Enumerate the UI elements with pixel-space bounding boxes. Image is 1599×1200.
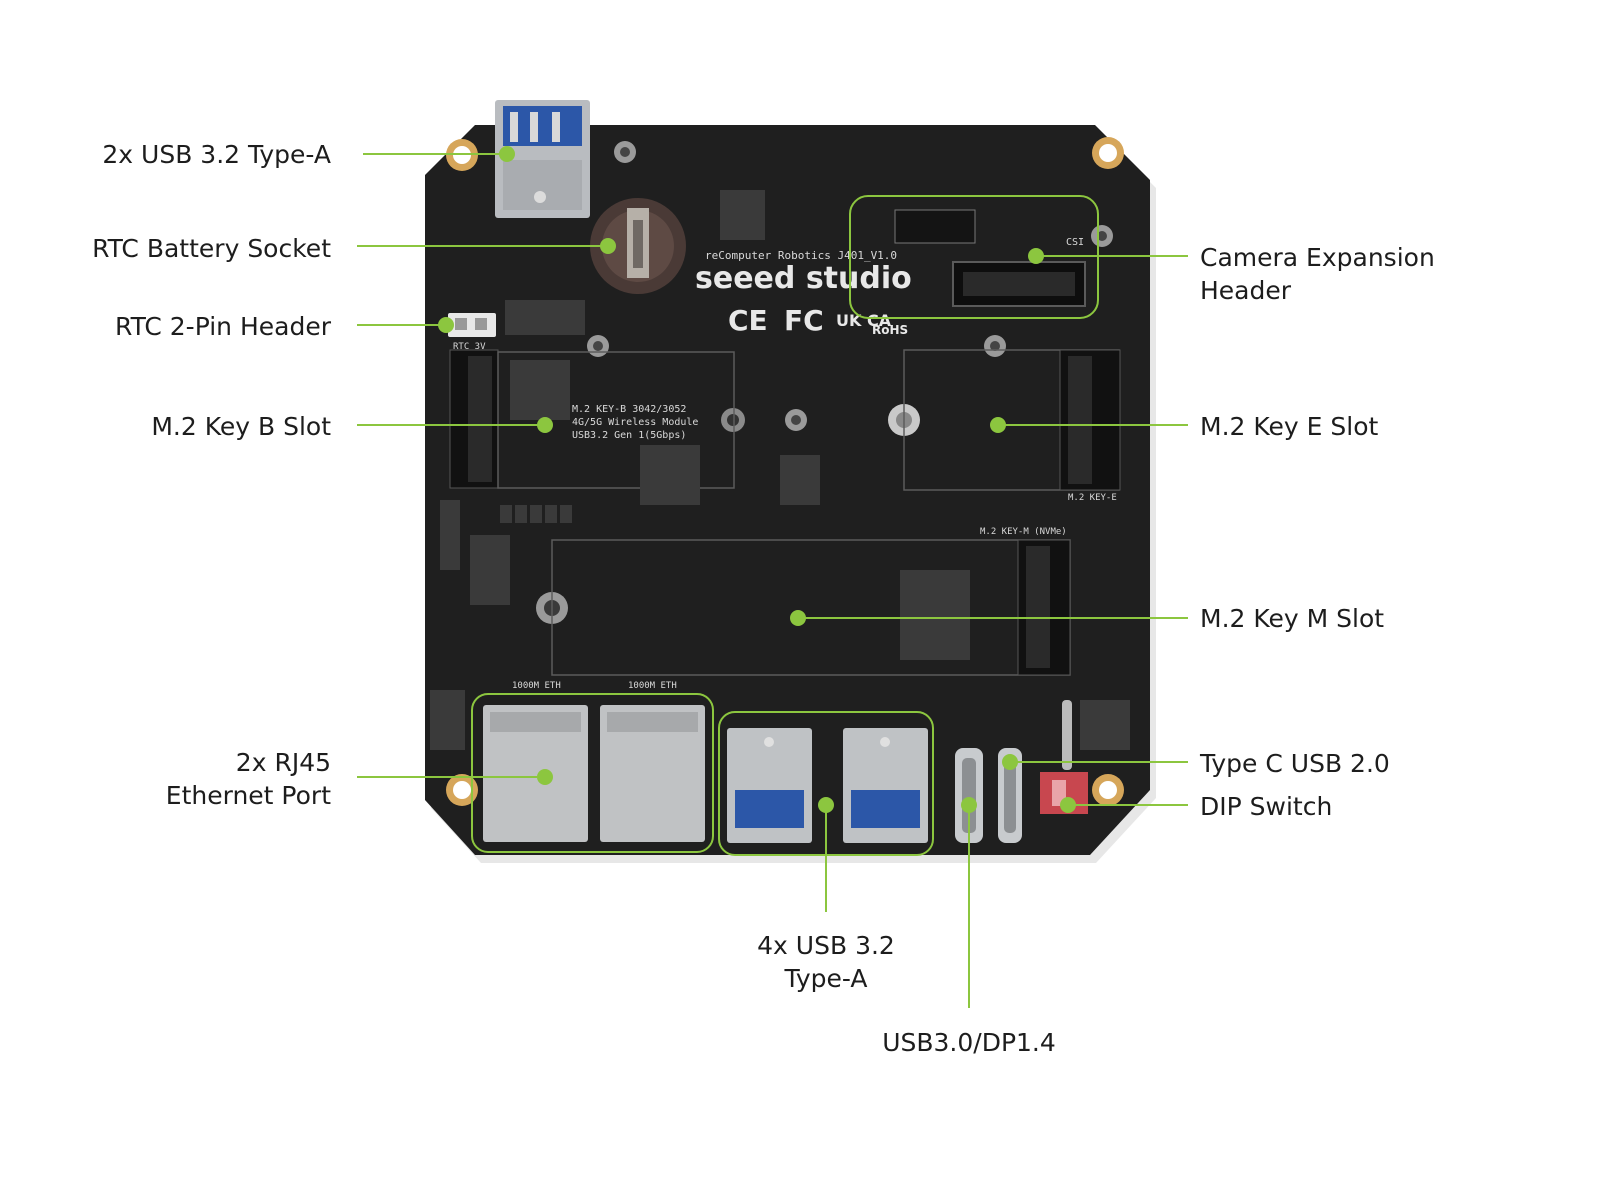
label-m2-key-m: M.2 Key M Slot (1200, 604, 1384, 633)
label-rj45-line2: Ethernet Port (166, 781, 331, 810)
callout-leaders (357, 146, 1188, 1008)
label-camera-line1: Camera Expansion (1200, 243, 1435, 272)
label-usb-bottom-line2: Type-A (784, 964, 868, 993)
label-usb-bottom-line1: 4x USB 3.2 (757, 931, 895, 960)
svg-text:M.2 KEY-M (NVMe): M.2 KEY-M (NVMe) (980, 527, 1067, 537)
label-rtc-battery: RTC Battery Socket (92, 234, 331, 263)
label-dip-switch: DIP Switch (1200, 792, 1332, 821)
svg-text:CE: CE (728, 304, 768, 337)
m2-key-m-slot: M.2 KEY-M (NVMe) (551, 527, 1071, 676)
usb-c-connectors (955, 748, 1022, 843)
rj45-highlight (471, 693, 714, 853)
svg-text:1000M ETH: 1000M ETH (512, 681, 561, 691)
svg-text:RoHS: RoHS (872, 323, 908, 337)
svg-text:M.2 KEY-E: M.2 KEY-E (1068, 493, 1117, 503)
standoffs (536, 141, 1113, 624)
svg-text:4G/5G Wireless Module: 4G/5G Wireless Module (572, 417, 698, 428)
svg-text:M.2 KEY-B 3042/3052: M.2 KEY-B 3042/3052 (572, 404, 686, 415)
label-type-c: Type C USB 2.0 (1199, 749, 1390, 778)
m2-key-e-slot: M.2 KEY-E (903, 349, 1121, 503)
svg-text:USB3.2 Gen 1(5Gbps): USB3.2 Gen 1(5Gbps) (572, 430, 686, 441)
smd-components (430, 190, 1130, 750)
usb-top-connector (495, 100, 590, 218)
cert-marks: CE FC UK CA RoHS (728, 304, 908, 337)
label-m2-key-b: M.2 Key B Slot (151, 412, 331, 441)
csi-silk: CSI (1066, 237, 1084, 248)
label-m2-key-e: M.2 Key E Slot (1200, 412, 1378, 441)
label-rtc-header: RTC 2-Pin Header (115, 312, 332, 341)
svg-text:1000M ETH: 1000M ETH (628, 681, 677, 691)
brand-silk: seeed studio (695, 261, 912, 296)
usb-bottom-connectors (727, 728, 928, 843)
mounting-holes (446, 137, 1124, 806)
label-usb-dp: USB3.0/DP1.4 (882, 1028, 1056, 1057)
svg-text:FC: FC (784, 304, 824, 337)
label-usb-top: 2x USB 3.2 Type-A (102, 140, 331, 169)
label-rj45-line1: 2x RJ45 (236, 748, 331, 777)
rtc-2pin-header: RTC 3V (448, 313, 496, 352)
rj45-ports: 1000M ETH 1000M ETH (483, 681, 705, 842)
rtc-battery-socket (590, 198, 686, 294)
svg-text:RTC 3V: RTC 3V (453, 342, 486, 352)
camera-header: CSI (894, 209, 1086, 307)
callout-labels: 2x USB 3.2 Type-A RTC Battery Socket RTC… (92, 140, 1435, 1057)
m2-key-b-slot: M.2 KEY-B 3042/3052 4G/5G Wireless Modul… (449, 349, 735, 489)
svg-text:UK CA: UK CA (836, 311, 892, 330)
label-camera-line2: Header (1200, 276, 1292, 305)
